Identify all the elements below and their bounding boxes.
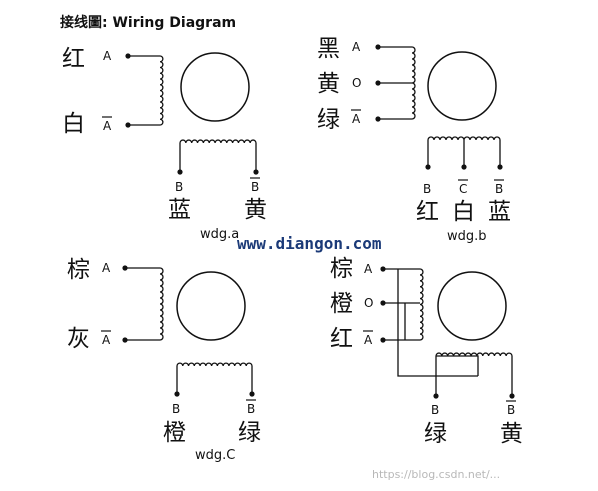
wdg-c-terminal-bbar [249, 391, 255, 397]
wdg-d-wire-abar-label: 红 [330, 326, 353, 352]
wdg-c-coil-a [159, 267, 164, 341]
wdg-a-pin-abar-label: A [103, 119, 112, 133]
wdg-b-rotor [427, 51, 497, 121]
wdg-b-wire-o-label: 黄 [317, 71, 340, 97]
wdg-c-pin-bbar-label: B [247, 402, 255, 416]
wdg-a-pin-a-label: A [103, 49, 112, 63]
wdg-b-coil-b-leads [427, 140, 501, 165]
wdg-a-caption: wdg.a [200, 227, 239, 242]
wdg-d-coil-a-leads [383, 268, 420, 341]
wdg-a-wire-bbar-label: 黄 [244, 197, 267, 223]
wdg-c-wire-b-label: 橙 [163, 420, 186, 446]
wdg-d-coil-b [435, 352, 513, 357]
wdg-d-terminal-bbar [509, 393, 515, 399]
wdg-d-rotor [437, 271, 507, 341]
wdg-c-diagram: 棕 A 灰 A B B 橙 绿 wdg.C [67, 257, 261, 463]
wdg-c-coil-a-leads [125, 267, 160, 341]
wdg-a-diagram: 红 A 白 A B B 蓝 黄 wdg.a [62, 46, 267, 242]
wdg-a-terminal-b [177, 169, 183, 175]
wdg-c-wire-bbar-label: 绿 [238, 420, 261, 446]
wdg-d-wire-b-label: 绿 [424, 421, 447, 447]
wdg-c-coil-b [176, 362, 253, 367]
wdg-c-pin-abar-label: A [102, 333, 111, 347]
wdg-d-pin-abar-label: A [364, 333, 373, 347]
wdg-a-coil-b [179, 139, 257, 144]
wdg-b-pin-a-label: A [352, 40, 361, 54]
wdg-a-wire-b-label: 蓝 [168, 197, 191, 223]
wdg-d-pin-a-label: A [364, 262, 373, 276]
wdg-b-wire-a-label: 黑 [317, 36, 340, 62]
wdg-d-diagram: 棕 A 橙 O 红 A B B 绿 黄 [330, 256, 523, 447]
wdg-d-pin-o-label: O [364, 296, 373, 310]
wdg-a-pin-b-label: B [175, 180, 183, 194]
wdg-c-pin-a-label: A [102, 261, 111, 275]
wdg-b-diagram: 黑 A 黄 O 绿 A B C B 红 白 蓝 wdg.b [317, 36, 511, 244]
wdg-b-coil-a-leads [378, 46, 412, 120]
wdg-a-wire-a-label: 红 [62, 46, 85, 72]
wdg-c-pin-b-label: B [172, 402, 180, 416]
wdg-b-wire-abar-label: 绿 [317, 107, 340, 133]
wdg-b-coil-b [427, 136, 501, 141]
wdg-b-pin-b-label: B [423, 182, 431, 196]
wdg-b-coil-a [411, 46, 416, 120]
wdg-d-terminal-b [433, 393, 439, 399]
wdg-a-rotor [180, 52, 250, 122]
wdg-a-coil-a [159, 55, 164, 126]
wdg-b-wire-c-label: 白 [452, 199, 475, 225]
corner-watermark: https://blog.csdn.net/... [372, 468, 500, 481]
wdg-d-link-wires [397, 269, 479, 394]
wdg-b-wire-bbar-label: 蓝 [488, 199, 511, 225]
wdg-b-pin-o-label: O [352, 76, 361, 90]
wdg-a-coil-b-leads [179, 143, 257, 170]
wdg-c-wire-abar-label: 灰 [67, 326, 90, 352]
wdg-c-wire-a-label: 棕 [67, 257, 90, 283]
wdg-c-coil-b-leads [176, 366, 253, 392]
wdg-a-pin-bbar-label: B [251, 180, 259, 194]
wdg-b-pin-abar-label: A [352, 112, 361, 126]
wdg-b-caption: wdg.b [447, 229, 487, 244]
wdg-c-rotor [176, 271, 246, 341]
wdg-d-wire-bbar-label: 黄 [500, 421, 523, 447]
wdg-d-wire-a-label: 棕 [330, 256, 353, 282]
wdg-b-pin-c-label: C [459, 182, 467, 196]
wdg-a-wire-abar-label: 白 [62, 111, 85, 137]
wdg-d-pin-b-label: B [431, 403, 439, 417]
wdg-b-pin-bbar-label: B [495, 182, 503, 196]
wdg-b-terminal-c [461, 164, 467, 170]
wdg-a-coil-a-leads [128, 55, 160, 126]
wdg-b-terminal-b [425, 164, 431, 170]
site-watermark: www.diangon.com [237, 234, 382, 253]
wdg-c-terminal-b [174, 391, 180, 397]
diagram-title: 接线圖: Wiring Diagram [60, 14, 236, 31]
wdg-a-terminal-bbar [253, 169, 259, 175]
wdg-d-coil-a [419, 268, 424, 341]
wdg-d-pin-bbar-label: B [507, 403, 515, 417]
wdg-c-caption: wdg.C [195, 448, 235, 463]
wdg-b-terminal-bbar [497, 164, 503, 170]
wdg-b-wire-b-label: 红 [416, 199, 439, 225]
wdg-d-wire-o-label: 橙 [330, 291, 353, 317]
